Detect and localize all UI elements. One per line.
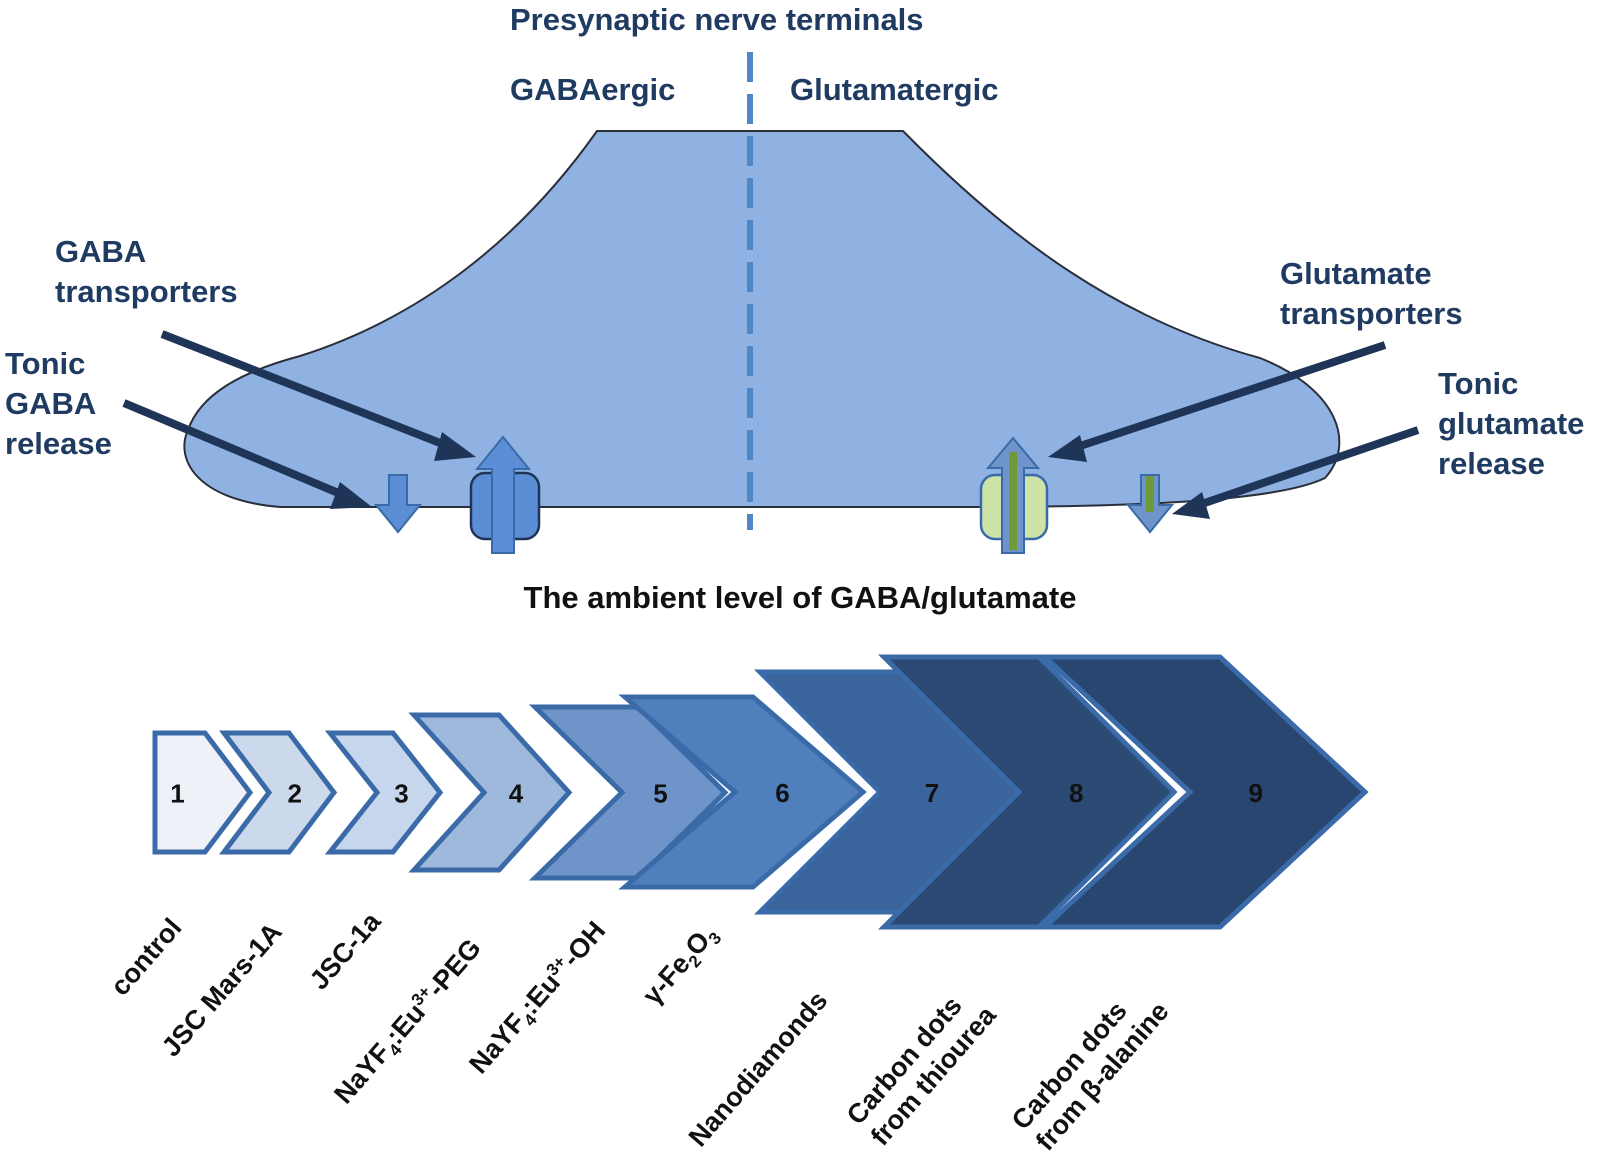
chevron-step-number: 2 xyxy=(288,779,302,809)
tonic-glutamate-release-arrow xyxy=(1125,474,1175,534)
tonic-gaba-release-label: Tonic GABA release xyxy=(5,344,112,464)
presynaptic-terminal-shape xyxy=(183,130,1341,508)
gabaergic-label: GABAergic xyxy=(510,72,676,107)
tonic-glutamate-release-pointer-head xyxy=(1172,492,1210,519)
gaba-transporters-pointer-arrow xyxy=(160,330,460,454)
chevron-step-number: 6 xyxy=(775,778,789,808)
chevron-step-number: 9 xyxy=(1249,778,1263,808)
tonic-glutamate-release-label-line: Tonic xyxy=(1438,366,1519,401)
chevron-step-4 xyxy=(408,712,573,873)
glutamate-uptake-arrow-core xyxy=(1009,452,1017,550)
chevron-step-number: 5 xyxy=(653,779,667,809)
tonic-gaba-release-arrow xyxy=(373,474,423,534)
chevron-step-8 xyxy=(877,654,1178,930)
chevron-step-number: 8 xyxy=(1069,778,1083,808)
glutamatergic-label: Glutamatergic xyxy=(790,72,999,107)
tonic-gaba-release-label-line: Tonic xyxy=(5,346,86,381)
tonic-gaba-release-pointer-head xyxy=(330,482,372,509)
ambient-level-title: The ambient level of GABA/glutamate xyxy=(523,580,1077,615)
tonic-glutamate-release-label-line: glutamate xyxy=(1438,406,1585,441)
chevron-step-1 xyxy=(152,730,254,855)
tonic-gaba-release-pointer-arrow xyxy=(122,399,357,504)
chevron-step-2 xyxy=(218,730,338,855)
gaba-transporter-channel xyxy=(469,435,541,554)
chevron-step-number: 7 xyxy=(925,778,939,808)
gaba-transporters-label-line: GABA xyxy=(55,234,147,269)
chevron-step-number: 3 xyxy=(394,779,408,809)
chevron-step-3 xyxy=(324,730,444,855)
gaba-transporters-label-line: transporters xyxy=(55,274,238,309)
glutamate-transporters-label-line: Glutamate xyxy=(1280,256,1432,291)
gaba-transporters-label: GABA transporters xyxy=(55,232,238,312)
presynaptic-terminals-title: Presynaptic nerve terminals xyxy=(510,2,924,37)
tonic-glutamate-release-label-line: release xyxy=(1438,446,1545,481)
gaba-transporters-pointer-head xyxy=(434,432,476,461)
glutamate-transporters-label: Glutamate transporters xyxy=(1280,254,1463,334)
tonic-glutamate-release-pointer-arrow xyxy=(1188,426,1420,512)
glutamate-transporters-pointer-arrow xyxy=(1063,341,1387,455)
chevron-step-6 xyxy=(618,694,867,890)
tonic-gaba-release-label-line: release xyxy=(5,426,112,461)
tonic-gaba-release-label-line: GABA xyxy=(5,386,97,421)
tonic-glutamate-release-label: Tonic glutamate release xyxy=(1438,364,1584,484)
ranking-chevron-sequence: 1 2 3 4 5 6 7 8 9 xyxy=(152,654,1369,930)
chevron-step-number: 4 xyxy=(509,779,524,809)
glutamate-transporters-label-line: transporters xyxy=(1280,296,1463,331)
chevron-step-number: 1 xyxy=(170,779,184,809)
gaba-uptake-arrow xyxy=(474,435,532,554)
glutamate-transporter-channel xyxy=(979,436,1049,554)
chevron-step-9 xyxy=(1038,654,1369,930)
glutamate-transporters-pointer-head xyxy=(1048,435,1087,462)
